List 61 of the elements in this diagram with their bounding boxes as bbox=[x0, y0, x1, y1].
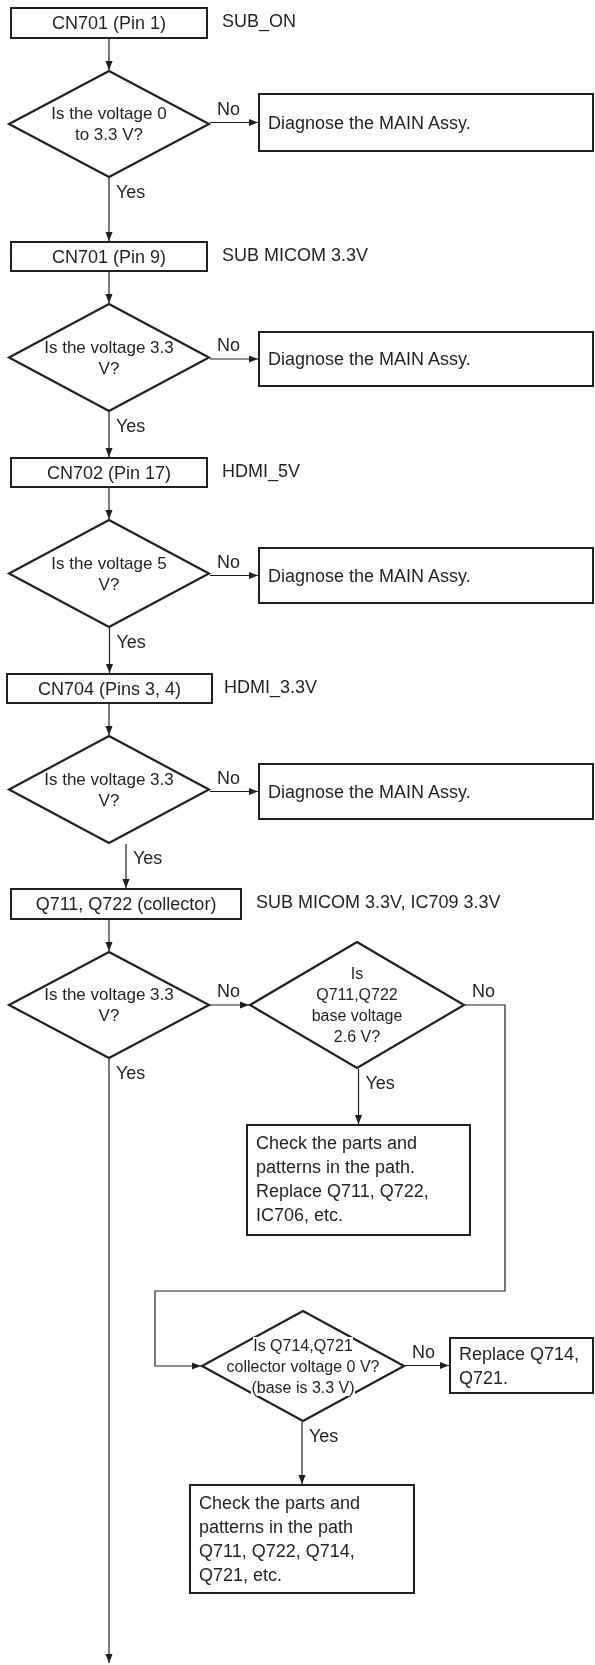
process-box bbox=[6, 673, 213, 704]
arrow bbox=[209, 1001, 250, 1009]
box-text: Diagnose the MAIN Assy. bbox=[268, 111, 471, 135]
box-text: CN701 (Pin 1) bbox=[51, 12, 166, 35]
box-text: Diagnose the MAIN Assy. bbox=[268, 564, 471, 588]
decision-diamond bbox=[8, 519, 210, 628]
process-box bbox=[10, 457, 208, 488]
signal-label: SUB MICOM 3.3V bbox=[222, 244, 369, 266]
process-box bbox=[258, 331, 594, 387]
decision-diamond bbox=[8, 303, 210, 412]
box-text: Replace Q714, Q721. bbox=[459, 1342, 581, 1390]
process-box bbox=[449, 1337, 594, 1394]
arrow bbox=[354, 1068, 363, 1125]
process-box bbox=[10, 7, 208, 39]
process-box bbox=[10, 888, 242, 920]
box-text: Check the parts and patterns in the path. Replace Q711, Q722, IC706, etc. bbox=[256, 1132, 430, 1227]
arrow bbox=[105, 627, 114, 674]
process-box bbox=[258, 93, 594, 152]
arrow bbox=[404, 1361, 450, 1370]
question-text: Is the voltage 3.3 V? bbox=[44, 984, 174, 1026]
arrow bbox=[209, 571, 259, 580]
box-text: Check the parts and patterns in the path Q711, Q722, Q714, Q721, etc. bbox=[199, 1492, 362, 1587]
box-text: Diagnose the MAIN Assy. bbox=[268, 348, 471, 371]
decision-diamond bbox=[8, 70, 210, 178]
signal-label: HDMI_3.3V bbox=[224, 676, 318, 698]
question-text: Is the voltage 5 V? bbox=[50, 552, 168, 595]
arrow bbox=[105, 1058, 113, 1664]
arrow bbox=[209, 118, 259, 127]
arrow bbox=[122, 843, 130, 889]
arrow bbox=[105, 487, 113, 520]
decision-diamond bbox=[249, 941, 465, 1069]
question-text: Is the voltage 3.3 V? bbox=[44, 768, 174, 811]
arrow bbox=[105, 703, 113, 736]
question-text: Is Q711,Q722 base voltage 2.6 V? bbox=[310, 964, 404, 1047]
signal-label: SUB MICOM 3.3V, IC709 3.3V bbox=[256, 891, 501, 913]
arrow bbox=[209, 787, 259, 796]
decision-diamond bbox=[201, 1310, 405, 1422]
box-text: CN702 (Pin 17) bbox=[46, 461, 172, 485]
process-box bbox=[10, 241, 208, 272]
arrow bbox=[154, 1004, 506, 1370]
arrow bbox=[105, 271, 113, 304]
arrow bbox=[105, 38, 113, 71]
arrow bbox=[105, 411, 113, 458]
arrow bbox=[105, 177, 113, 242]
process-box bbox=[246, 1124, 471, 1236]
box-text: Diagnose the MAIN Assy. bbox=[268, 780, 471, 804]
decision-diamond bbox=[8, 735, 210, 844]
box-text: CN701 (Pin 9) bbox=[51, 245, 166, 269]
question-text: Is the voltage 0 to 3.3 V? bbox=[50, 103, 168, 145]
arrow bbox=[209, 355, 259, 363]
question-text: Is the voltage 3.3 V? bbox=[44, 336, 174, 379]
arrow bbox=[298, 1421, 306, 1485]
decision-diamond bbox=[8, 951, 210, 1059]
box-text: CN704 (Pins 3, 4) bbox=[37, 677, 182, 701]
arrow bbox=[105, 919, 113, 952]
process-box bbox=[189, 1484, 415, 1594]
process-box bbox=[258, 763, 594, 820]
process-box bbox=[258, 547, 594, 604]
signal-label: SUB_ON bbox=[222, 10, 297, 32]
box-text: Q711, Q722 (collector) bbox=[35, 893, 217, 916]
signal-label: HDMI_5V bbox=[222, 460, 301, 482]
